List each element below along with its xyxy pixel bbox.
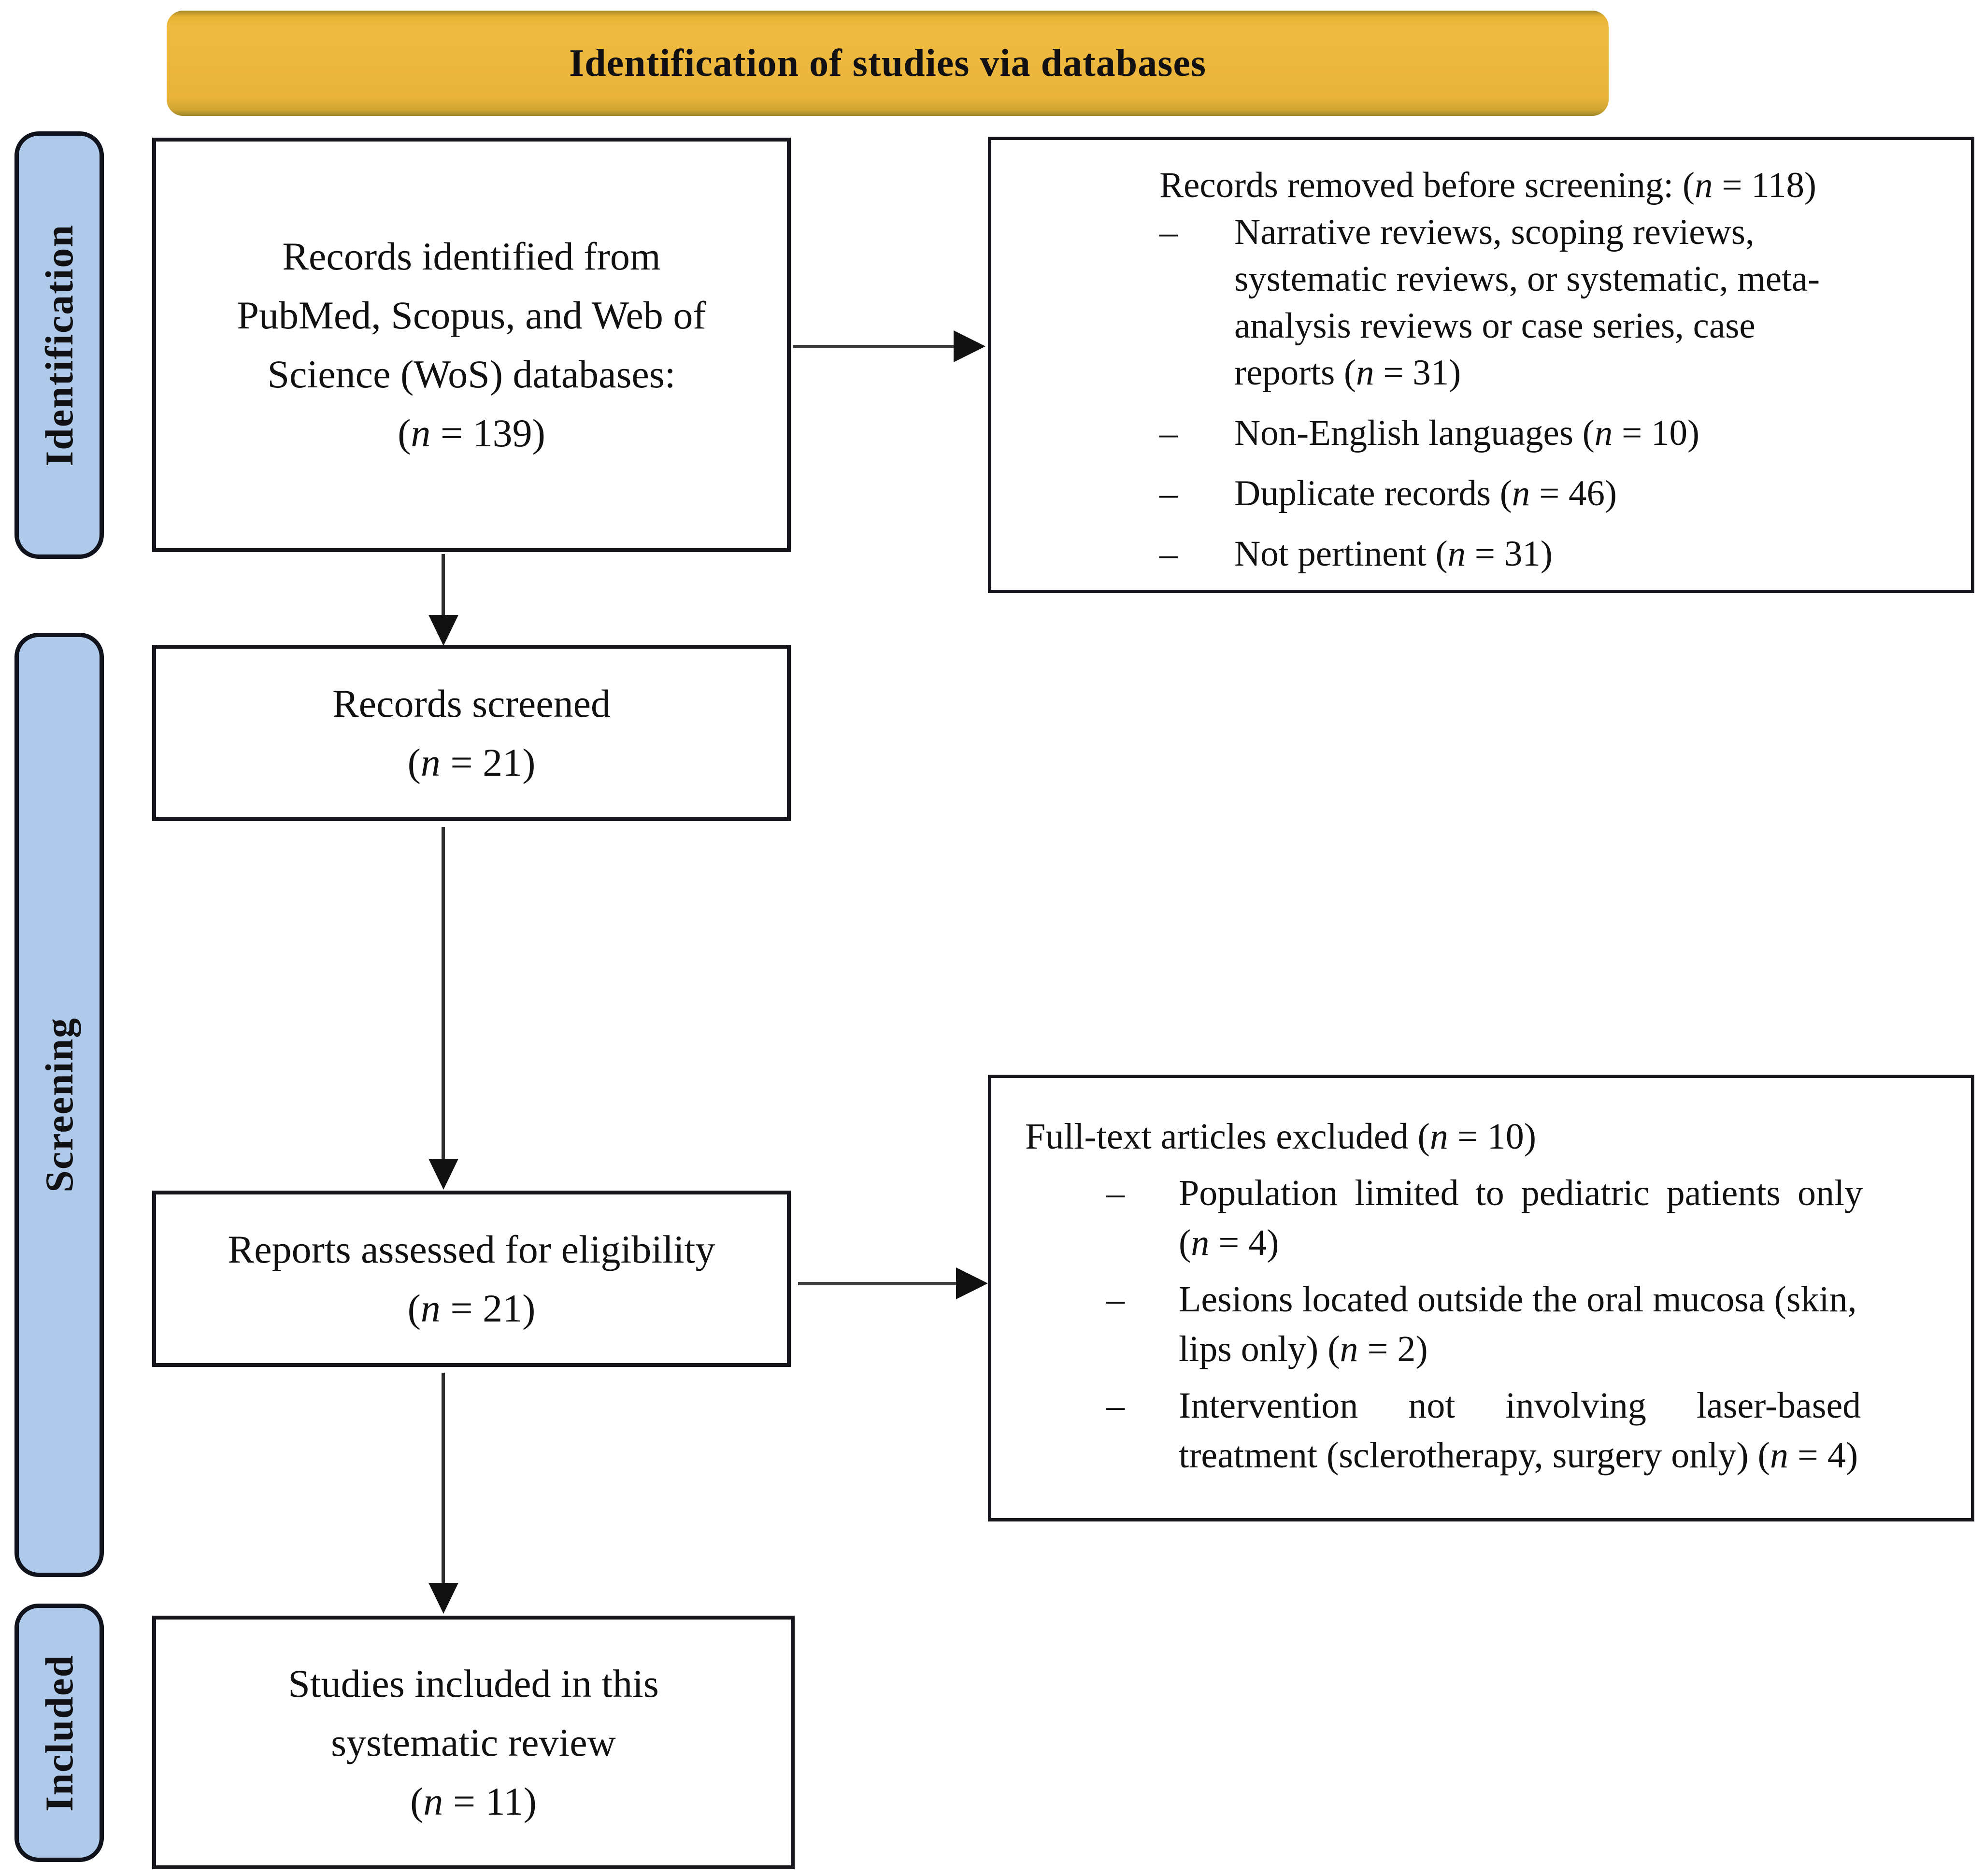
bullet-text-line: analysis reviews or case series, case — [1234, 306, 1756, 346]
bullet-text-line: (n = 4) — [1179, 1222, 1279, 1263]
box-text-line: (n = 21) — [407, 1286, 536, 1330]
bullet-item: – Lesions located outside the oral mucos… — [1106, 1275, 1944, 1374]
exclusion-box-header: Records removed before screening: (n = 1… — [1159, 165, 1816, 205]
box-text-line: Records identified from — [282, 234, 661, 278]
stage-label-identification: Identification — [14, 131, 104, 559]
bullet-text: Not pertinent (n = 31) — [1234, 530, 1898, 577]
box-reports-assessed: Reports assessed for eligibility (n = 21… — [152, 1191, 791, 1367]
box-text-line: systematic review — [331, 1720, 616, 1764]
arrow-line — [793, 345, 957, 348]
box-text-line: Studies included in this — [288, 1661, 659, 1705]
bullet-dash: – — [1159, 413, 1178, 453]
arrow-head — [956, 1267, 988, 1299]
exclusion-box-header: Full-text articles excluded (n = 10) — [1025, 1116, 1536, 1157]
stage-label-included: Included — [14, 1604, 104, 1862]
bullet-text-line: treatment (sclerotherapy, surgery only) … — [1179, 1435, 1858, 1476]
bullet-text-line: Not pertinent (n = 31) — [1234, 534, 1553, 574]
arrow-line — [442, 827, 445, 1161]
box-studies-included: Studies included in this systematic revi… — [152, 1616, 795, 1869]
box-text-line: (n = 11) — [410, 1779, 537, 1823]
stage-label-text: Identification — [37, 224, 81, 467]
bullet-dash: – — [1106, 1279, 1125, 1320]
bullet-dash: – — [1106, 1385, 1125, 1426]
arrow-head — [428, 615, 458, 646]
bullet-text-line: reports (n = 31) — [1234, 353, 1461, 393]
bullet-item: – Intervention not involving laser-based… — [1106, 1381, 1944, 1480]
bullet-item: – Non-English languages (n = 10) — [1159, 410, 1898, 456]
stage-label-text: Included — [37, 1654, 81, 1812]
bullet-text: Non-English languages (n = 10) — [1234, 410, 1898, 456]
bullet-dash: – — [1159, 534, 1178, 574]
bullet-text-line: Non-English languages (n = 10) — [1234, 413, 1699, 453]
box-text-line: (n = 21) — [407, 740, 536, 784]
box-records-identified: Records identified from PubMed, Scopus, … — [152, 138, 791, 552]
arrow-line — [798, 1282, 957, 1285]
bullet-text: Lesions located outside the oral mucosa … — [1179, 1275, 1944, 1374]
bullet-text-line: Intervention not involving laser-based — [1179, 1385, 1861, 1426]
arrow-head — [428, 1583, 458, 1614]
bullet-item: – Duplicate records (n = 46) — [1159, 470, 1898, 517]
bullet-text: Narrative reviews, scoping reviews, syst… — [1234, 209, 1898, 396]
bullet-text-line: lips only) (n = 2) — [1179, 1329, 1428, 1369]
bullet-dash: – — [1159, 473, 1178, 513]
bullet-dash: – — [1106, 1173, 1125, 1213]
bullet-text: Intervention not involving laser-based t… — [1179, 1381, 1944, 1480]
box-text-line: Science (WoS) databases: — [267, 352, 676, 396]
bullet-item: – Population limited to pediatric patien… — [1106, 1168, 1944, 1268]
box-records-screened: Records screened (n = 21) — [152, 645, 791, 821]
diagram-title-banner: Identification of studies via databases — [167, 11, 1609, 116]
bullet-text-line: systematic reviews, or systematic, meta- — [1234, 259, 1820, 299]
arrow-line — [442, 554, 445, 618]
arrow-head — [428, 1159, 458, 1190]
arrow-head — [954, 330, 985, 362]
bullet-text: Population limited to pediatric patients… — [1179, 1168, 1944, 1268]
box-fulltext-excluded: Full-text articles excluded (n = 10) – P… — [988, 1075, 1974, 1521]
bullet-item: – Not pertinent (n = 31) — [1159, 530, 1898, 577]
bullet-text-line: Lesions located outside the oral mucosa … — [1179, 1279, 1857, 1320]
arrow-line — [442, 1373, 445, 1585]
box-text-line: Reports assessed for eligibility — [228, 1227, 715, 1271]
bullet-text: Duplicate records (n = 46) — [1234, 470, 1898, 517]
stage-label-screening: Screening — [14, 633, 104, 1577]
box-text-line: PubMed, Scopus, and Web of — [237, 293, 706, 337]
bullet-dash: – — [1159, 212, 1178, 252]
stage-label-text: Screening — [37, 1017, 81, 1193]
bullet-text-line: Population limited to pediatric patients… — [1179, 1173, 1863, 1213]
box-text-line: (n = 139) — [398, 411, 545, 455]
bullet-text-line: Duplicate records (n = 46) — [1234, 473, 1617, 513]
diagram-title: Identification of studies via databases — [569, 42, 1207, 85]
box-records-removed: Records removed before screening: (n = 1… — [988, 137, 1974, 593]
box-text-line: Records screened — [332, 681, 611, 725]
bullet-text-line: Narrative reviews, scoping reviews, — [1234, 212, 1755, 252]
bullet-item: – Narrative reviews, scoping reviews, sy… — [1159, 209, 1898, 396]
